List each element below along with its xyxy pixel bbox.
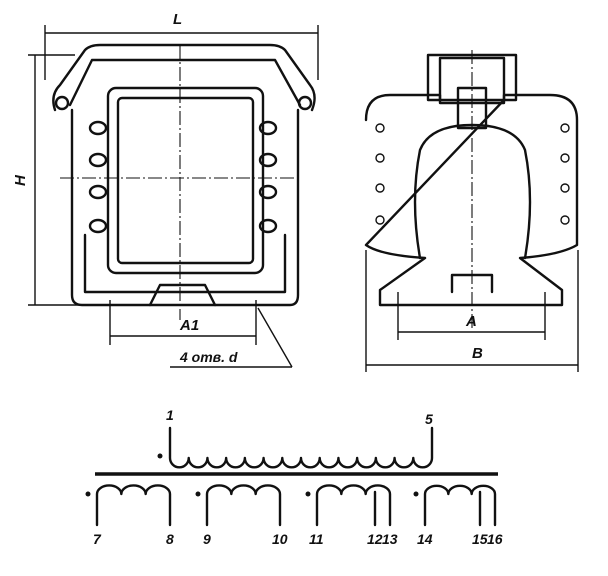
pin-9: 9 bbox=[203, 531, 211, 547]
secondary-winding bbox=[423, 484, 497, 527]
side-view: A B bbox=[364, 50, 579, 372]
dim-label-A: A bbox=[465, 313, 477, 330]
pin-11: 11 bbox=[309, 531, 324, 547]
pin-16: 16 bbox=[487, 531, 503, 547]
polarity-dot bbox=[305, 491, 311, 497]
pin-7: 7 bbox=[93, 531, 102, 547]
dim-label-B: B bbox=[472, 345, 483, 362]
dim-label-H: H bbox=[12, 174, 29, 186]
hole-note: 4 отв. d bbox=[179, 349, 238, 365]
polarity-dot bbox=[85, 491, 91, 497]
pin-8: 8 bbox=[166, 531, 174, 547]
pin-12: 12 bbox=[367, 531, 383, 547]
polarity-dot bbox=[195, 491, 201, 497]
pin-5: 5 bbox=[425, 411, 433, 427]
polarity-dot bbox=[157, 453, 163, 459]
dim-label-A1: A1 bbox=[179, 317, 199, 334]
polarity-dot bbox=[413, 491, 419, 497]
front-view: L H A1 4 отв. d bbox=[12, 11, 319, 368]
pin-14: 14 bbox=[417, 531, 433, 547]
pin-13: 13 bbox=[382, 531, 398, 547]
dim-label-L: L bbox=[173, 11, 182, 28]
secondary-winding bbox=[205, 484, 282, 527]
pin-1: 1 bbox=[166, 407, 174, 423]
primary-winding bbox=[168, 426, 434, 469]
pin-15: 15 bbox=[472, 531, 488, 547]
secondary-winding bbox=[315, 484, 392, 527]
pin-10: 10 bbox=[272, 531, 288, 547]
secondary-winding bbox=[95, 484, 172, 527]
